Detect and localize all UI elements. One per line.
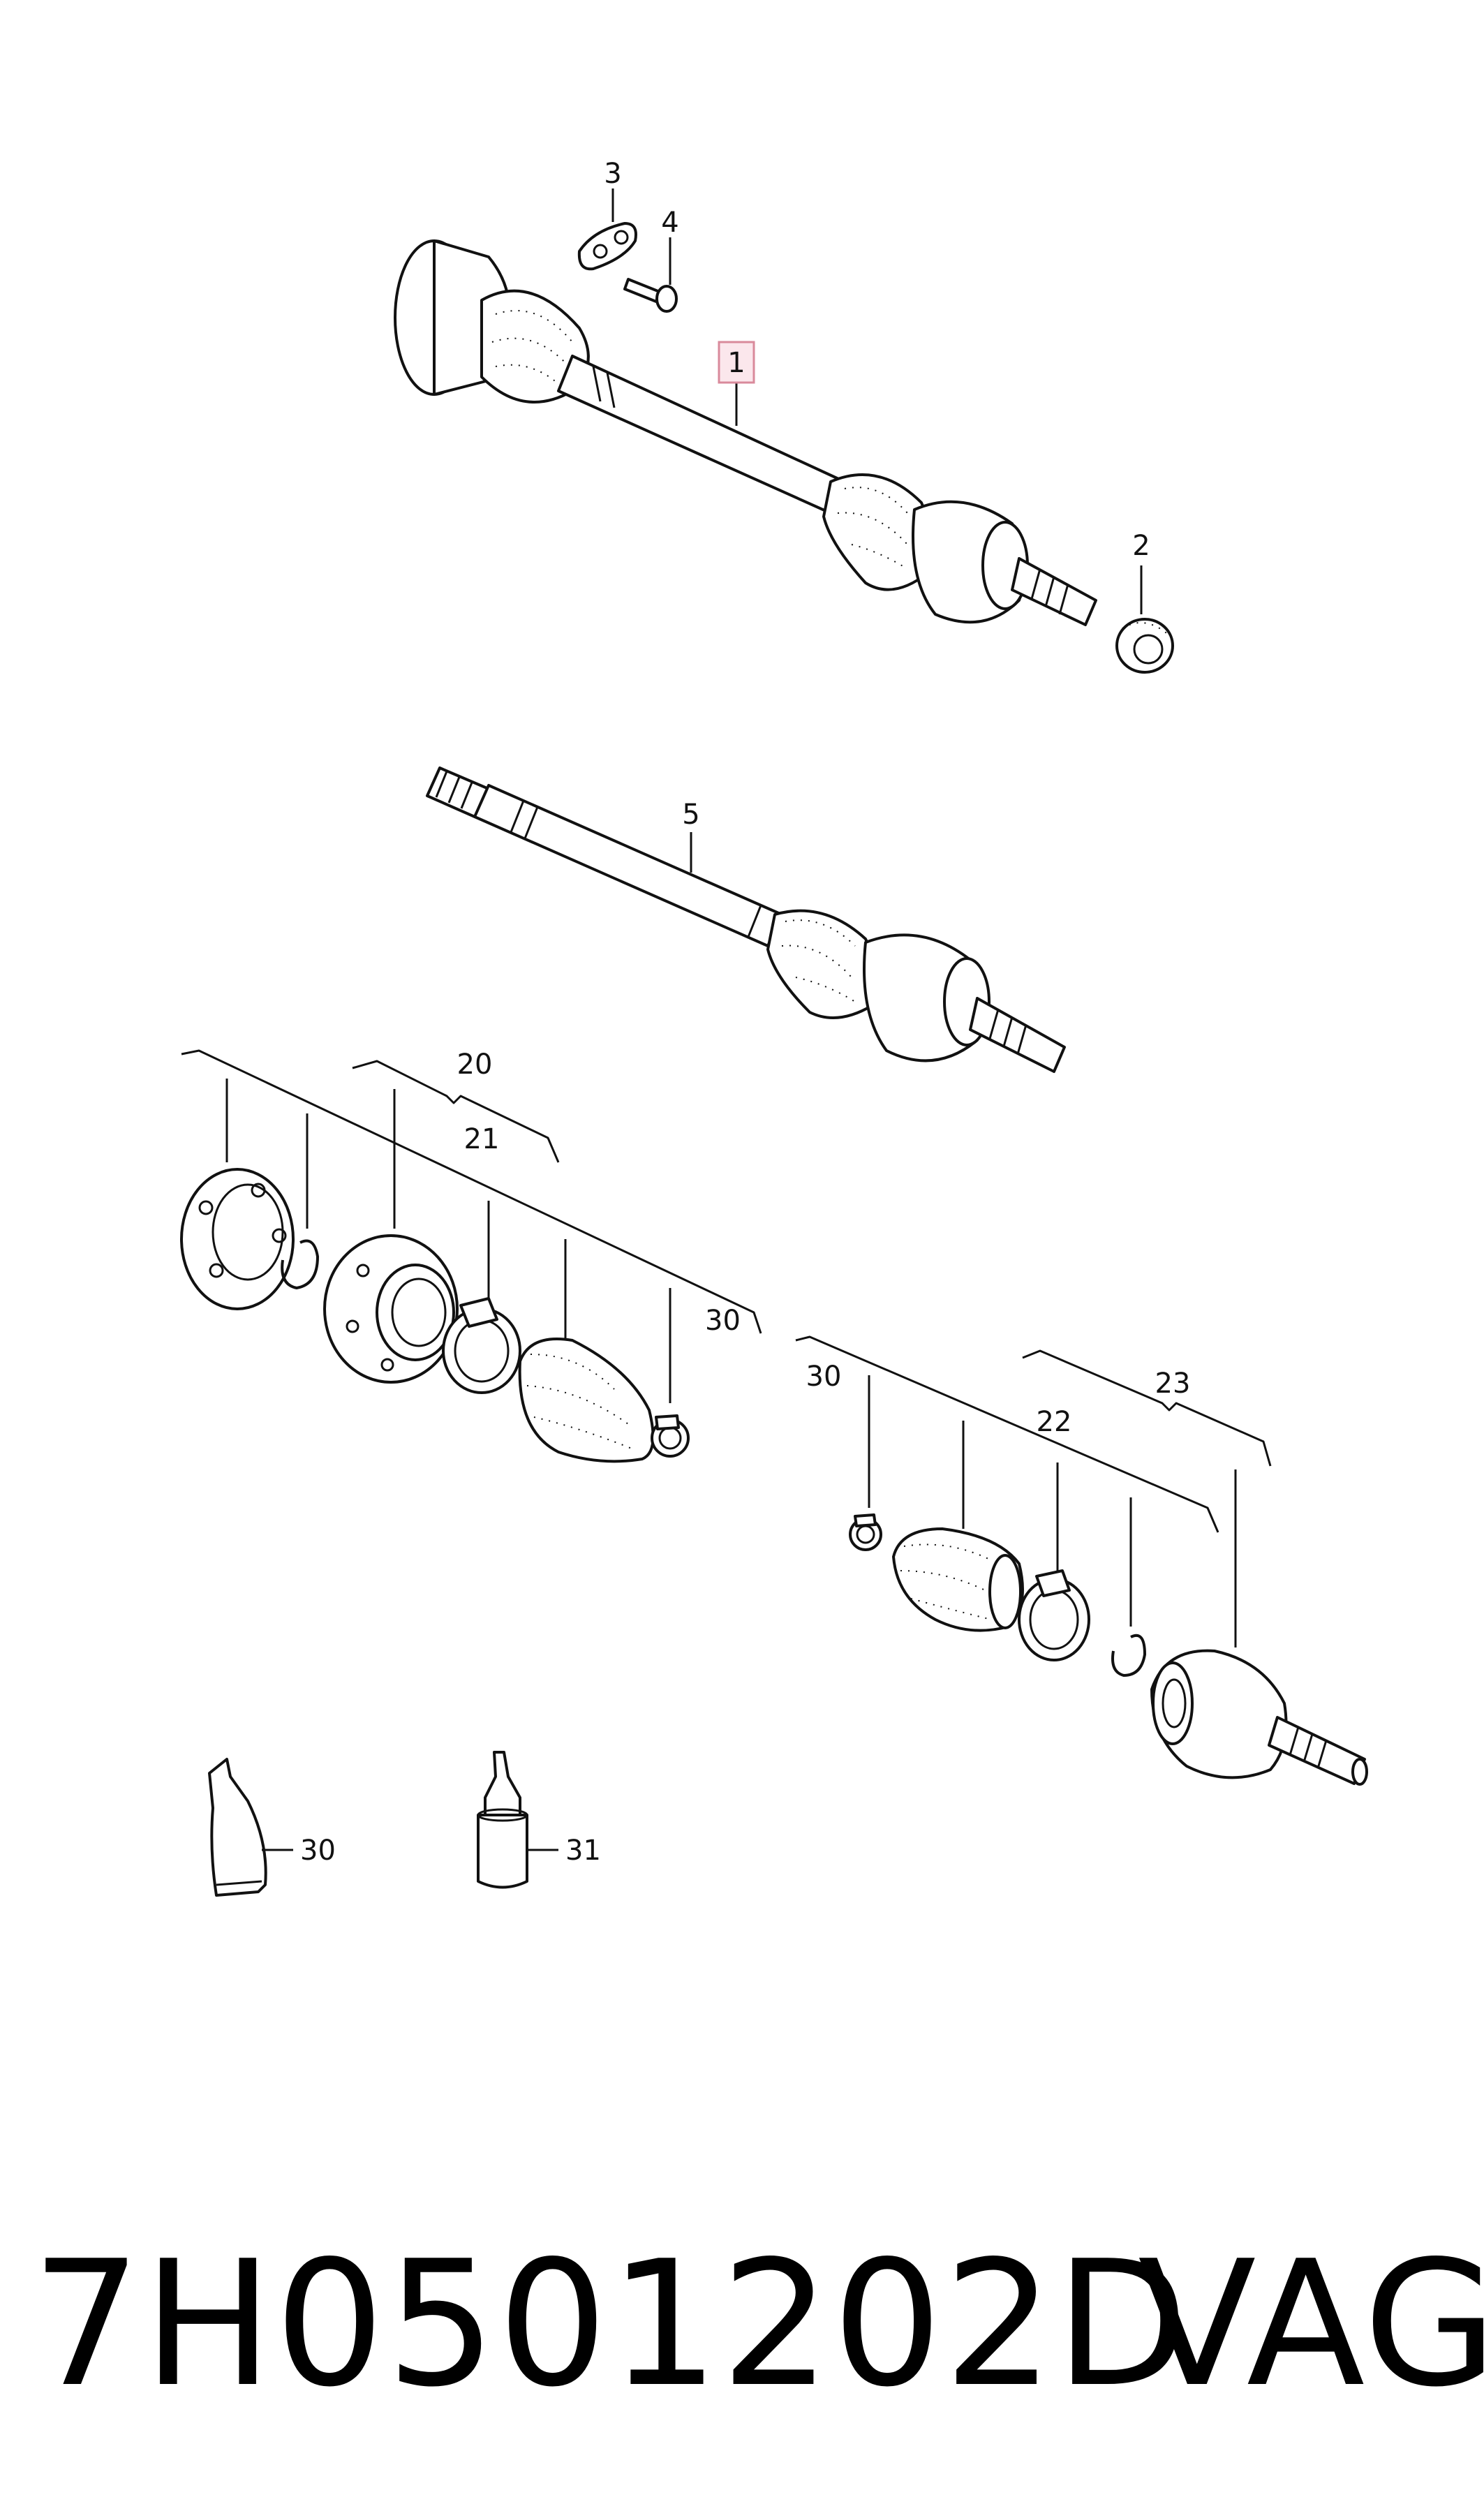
part-circlip-left [281,1239,319,1289]
part-22-clamp [1018,1569,1090,1661]
part-inner-cv-joint [323,1234,459,1384]
part-number: 7H0501202D [31,2224,1190,2425]
part-21-clamp [442,1297,521,1394]
callout-30-left: 30 [705,1305,741,1337]
part-30-grease-tube: 30 [208,1758,336,1897]
part-2-nut: 2 [1115,530,1174,674]
part-small-clamp-left [651,1414,690,1458]
callout-22: 22 [1037,1406,1072,1438]
callout-31: 31 [565,1835,601,1867]
callout-20: 20 [457,1049,493,1081]
callout-1: 1 [727,347,745,379]
part-circlip-right [1111,1634,1146,1677]
part-3-lock-plate: 3 [577,158,637,271]
splined-stub [1011,557,1097,626]
part-boot-left [518,1338,655,1463]
callout-23: 23 [1155,1368,1191,1400]
callout-30-tube: 30 [300,1835,336,1867]
right-kit-brackets: 30 23 22 [795,1335,1272,1647]
callout-5: 5 [682,799,699,831]
left-kit-brackets: 30 20 21 [181,1049,762,1403]
callout-2: 2 [1132,530,1150,562]
shaft-bar [557,355,846,514]
part-inner-flange [180,1168,295,1310]
part-outer-cv-joint-right [1150,1649,1368,1786]
part-small-clamp-right [849,1513,882,1551]
callout-21: 21 [464,1123,500,1155]
callout-4: 4 [661,207,678,239]
callout-30-right: 30 [806,1361,842,1393]
part-boot-right [892,1527,1024,1632]
brand-name: VAG [1138,2224,1484,2425]
part-31-sealant-bottle: 31 [477,1751,601,1889]
boot-5 [766,909,880,1019]
callout-box-1[interactable] [718,341,755,384]
inner-boot [480,289,590,403]
callout-3: 3 [604,158,621,190]
drive-shaft-assembly-1: 1 [394,239,1097,626]
part-4-bolt: 4 [623,207,679,313]
part-5-shaft-outer-joint: 5 [426,766,1066,1073]
